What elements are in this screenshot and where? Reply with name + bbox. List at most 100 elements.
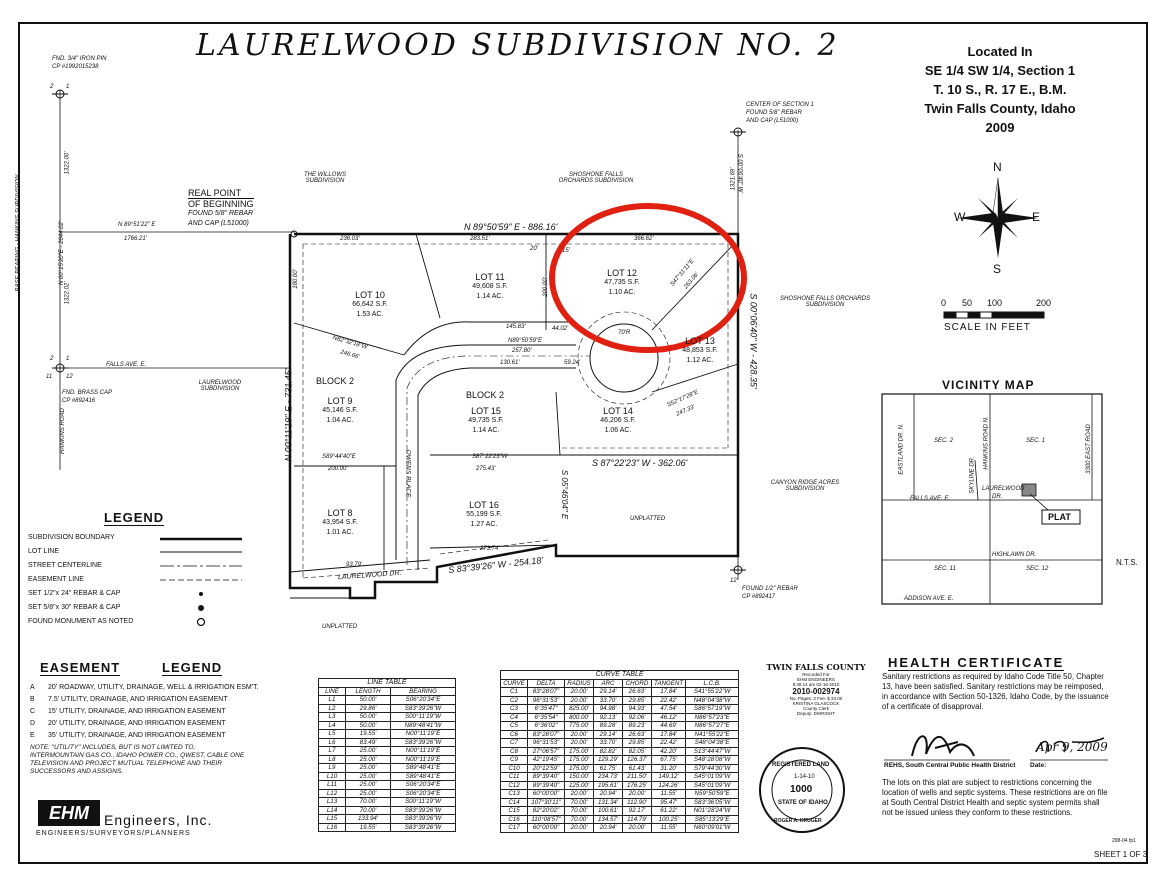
table-cell: L13 xyxy=(318,797,346,807)
table-cell: S41°55'22"W xyxy=(685,687,740,697)
dim-label: 15' xyxy=(562,248,570,254)
compass-w: W xyxy=(954,210,966,224)
table-cell: 100.61' xyxy=(593,806,623,816)
table-cell: N01°28'24"W xyxy=(685,806,740,816)
table-cell: S83°39'26"W xyxy=(390,737,456,747)
table-cell: 92.17' xyxy=(622,806,652,816)
table-cell: 110°08'57" xyxy=(527,814,565,824)
legend-rebar-dot xyxy=(198,605,204,611)
fnd-pin-label: FND. 3/4" IRON PIN xyxy=(52,56,107,62)
table-cell: 33.70' xyxy=(593,695,623,705)
vicinity-nts: N.T.S. xyxy=(1116,558,1138,567)
table-cell: S13°44'47"W xyxy=(685,746,740,756)
easement-desc: 7.5' UTILITY, DRAINAGE, AND IRRIGATION E… xyxy=(48,696,228,703)
table-cell: 176.25' xyxy=(622,780,652,790)
column-header: ARC xyxy=(593,678,623,688)
block-label: BLOCK 2 xyxy=(466,390,505,400)
corner-number: 2 xyxy=(50,356,54,362)
lot-sf: 47,735 S.F. xyxy=(604,279,640,286)
block-label: BLOCK 2 xyxy=(316,376,355,386)
legend-item: SET 1/2"x 24" REBAR & CAP xyxy=(28,590,121,597)
table-cell: L4 xyxy=(318,720,346,730)
vicinity-label: SKYLINE DR. xyxy=(969,456,976,494)
easement-desc: 20' ROADWAY, UTILITY, DRAINAGE, WELL & I… xyxy=(48,684,259,691)
job-number: 298-04 fp1 xyxy=(1112,838,1136,844)
line-table-header: LINE LENGTH BEARING xyxy=(318,686,456,696)
vicinity-label: ADDISON AVE. E. xyxy=(904,596,954,602)
table-cell: 107°30'11" xyxy=(527,797,565,807)
lot-name: LOT 9 xyxy=(327,396,353,406)
table-cell: 25.00' xyxy=(345,763,391,773)
table-cell: 83°28'07" xyxy=(527,729,565,739)
county-title: TWIN FALLS COUNTY xyxy=(766,662,866,672)
location-line: 2009 xyxy=(985,120,1015,135)
table-cell: 234.73' xyxy=(593,772,623,782)
seal-state: STATE OF IDAHO xyxy=(778,800,828,806)
table-cell: S06°20'34"E xyxy=(390,788,456,798)
table-cell: 25.00' xyxy=(345,780,391,790)
table-cell: 126.37' xyxy=(622,755,652,765)
table-cell: 20.00' xyxy=(622,823,652,833)
table-cell: S48°28'08"W xyxy=(685,755,740,765)
dim-label: S89°44'40"E xyxy=(322,454,356,460)
lot-lines xyxy=(293,233,739,570)
table-cell: S06°20'34"E xyxy=(390,780,456,790)
dim-label: 257.80' xyxy=(512,348,532,354)
table-cell: S89°48'41"E xyxy=(390,763,456,773)
vicinity-label: SEC. 11 xyxy=(934,566,956,572)
scale-tick: 50 xyxy=(962,298,973,308)
lot-name: LOT 10 xyxy=(355,290,385,300)
lot-label: LOT 11 49,608 S.F. 1.14 AC. xyxy=(460,272,520,302)
table-cell: 89.28' xyxy=(593,721,623,731)
scale-unit: SCALE IN FEET xyxy=(944,322,1031,333)
engineers-name: Engineers, Inc. xyxy=(104,812,213,828)
table-cell: 60°00'00" xyxy=(527,823,565,833)
scale-tick: 0 xyxy=(941,298,947,308)
easement-note: NOTE: "UTILITY" INCLUDES, BUT IS NOT LIM… xyxy=(30,744,245,775)
table-cell: L10 xyxy=(318,771,346,781)
lot-label: LOT 14 46,206 S.F. 1.06 AC. xyxy=(588,406,648,436)
cul-de-sac xyxy=(589,323,659,393)
vicinity-label: FALLS AVE. E. xyxy=(910,496,951,502)
lot-name: LOT 13 xyxy=(685,336,715,346)
table-cell: N00°11'19"E xyxy=(390,729,456,739)
table-cell: N00°11'19"E xyxy=(390,746,456,756)
table-cell: C2 xyxy=(500,695,528,705)
table-cell: 134.57' xyxy=(593,814,623,824)
table-cell: 29.86' xyxy=(345,703,391,713)
table-cell: 825.00' xyxy=(564,704,594,714)
highlight-circle xyxy=(549,203,747,353)
scale-tick: 100 xyxy=(987,298,1003,308)
plat-title: LAURELWOOD SUBDIVISION NO. 2 xyxy=(196,28,840,63)
table-cell: 96°31'53" xyxy=(527,738,565,748)
road-centerline xyxy=(406,355,590,565)
table-cell: 94.93' xyxy=(622,704,652,714)
dim-label: 59.24' xyxy=(564,360,581,366)
vicinity-roads xyxy=(882,394,1102,604)
table-cell: C13 xyxy=(500,789,528,799)
table-cell: C16 xyxy=(500,814,528,824)
table-cell: S00°11'19"W xyxy=(390,712,456,722)
table-cell: C12 xyxy=(500,780,528,790)
table-cell: 25.00' xyxy=(345,771,391,781)
table-cell: 6°35'54" xyxy=(527,712,565,722)
lot-ac: 1.01 AC. xyxy=(326,529,354,536)
table-cell: S86°57'19"W xyxy=(685,704,740,714)
table-cell: C3 xyxy=(500,704,528,714)
county-line: 9:48:14 am 02-16-2010 xyxy=(792,682,840,687)
easement-key: E xyxy=(30,732,35,739)
lot-ac: 1.04 AC. xyxy=(326,417,354,424)
lot-label: LOT 16 55,199 S.F. 1.27 AC. xyxy=(454,500,514,530)
table-cell: 25.00' xyxy=(345,788,391,798)
